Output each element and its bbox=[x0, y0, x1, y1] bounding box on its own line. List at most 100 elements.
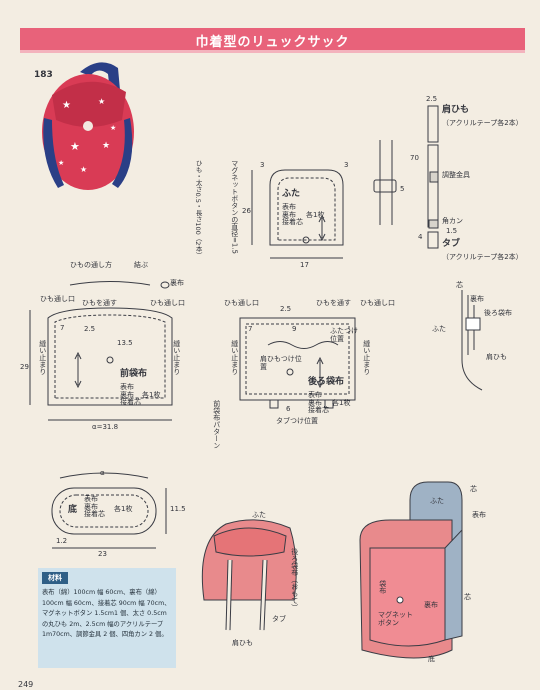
back-sew-stop-left: 縫い止まり bbox=[230, 340, 239, 375]
front-cord-hole-left: ひも通し口 bbox=[40, 295, 75, 303]
back-strap-position: 肩ひもつけ位置 bbox=[260, 355, 302, 371]
front-pattern-note: 前袋布パターン bbox=[212, 400, 221, 449]
bottom-name: 底 bbox=[68, 505, 78, 515]
flap-pattern bbox=[251, 169, 344, 259]
cs-interfacing: 芯 bbox=[456, 281, 463, 289]
tab-name: タブ bbox=[442, 239, 461, 249]
back-dim-9: 9 bbox=[292, 325, 297, 333]
tab-material: （アクリルテープ各2本） bbox=[442, 253, 523, 261]
front-sew-stop-right: 縫い止まり bbox=[172, 340, 181, 375]
assembled-tab: タブ bbox=[272, 615, 286, 623]
front-pocket-count: 各1枚 bbox=[142, 391, 161, 399]
flap-name: ふた bbox=[282, 189, 301, 199]
front-sew-stop-left: 縫い止まり bbox=[38, 340, 47, 375]
magnet-note: マグネットボタンの直径=1.5 bbox=[230, 160, 239, 254]
iv-interfacing-top: 芯 bbox=[470, 485, 477, 493]
iv-flap: ふた bbox=[430, 497, 444, 505]
page-title: 巾着型のリュックサック bbox=[195, 35, 350, 50]
materials-text: 表布（綿）100cm 幅 60cm、裏布（綿）100cm 幅 60cm、接着芯 … bbox=[42, 589, 171, 638]
bottom-dim-width: 23 bbox=[98, 550, 107, 558]
back-tab-position: タブつけ位置 bbox=[276, 417, 318, 425]
strap-square-ring: 角カン bbox=[442, 217, 463, 225]
bottom-alpha: α bbox=[100, 469, 105, 477]
cross-section bbox=[461, 290, 483, 391]
cs-flap: ふた bbox=[432, 325, 446, 333]
front-dim-13-5: 13.5 bbox=[117, 339, 133, 347]
strap-dim-2-5: 2.5 bbox=[426, 95, 438, 103]
strap-name: 肩ひも bbox=[442, 105, 470, 115]
cord-pass-direction: ひもの通し方 bbox=[70, 261, 112, 269]
svg-text:★: ★ bbox=[62, 100, 71, 111]
flap-count: 各1枚 bbox=[306, 211, 325, 219]
cs-strap: 肩ひも bbox=[486, 353, 507, 361]
front-back-side: 裏布 bbox=[170, 279, 184, 287]
front-dim-2-5: 2.5 bbox=[84, 325, 96, 333]
front-dim-width: α=31.8 bbox=[92, 423, 119, 431]
assembled-strap: 肩ひも bbox=[232, 639, 253, 647]
item-number: 183 bbox=[34, 70, 53, 80]
back-cord-through: ひもを通す bbox=[316, 299, 351, 307]
backpack-photo: ★ ★ ★ ★ ★ ★ ★ bbox=[42, 62, 134, 190]
materials-heading: 材料 bbox=[42, 572, 68, 584]
flap-layers: 表布 裏布 接着芯 bbox=[282, 203, 303, 227]
cs-back-fabric: 裏布 bbox=[470, 295, 484, 303]
svg-text:★: ★ bbox=[98, 97, 105, 106]
cord-note: ひも・太さ0.5・長さ100（2本） bbox=[194, 160, 203, 259]
svg-text:★: ★ bbox=[110, 124, 116, 132]
front-pocket-layers: 表布 裏布 接着芯 bbox=[120, 383, 141, 407]
materials-box: 材料 表布（綿）100cm 幅 60cm、裏布（綿）100cm 幅 60cm、接… bbox=[38, 568, 176, 668]
svg-text:★: ★ bbox=[70, 140, 80, 153]
svg-text:★: ★ bbox=[102, 141, 110, 151]
strap-dim-1-5: 1.5 bbox=[446, 227, 458, 235]
back-flap-position: ふたつけ位置 bbox=[330, 327, 358, 343]
strap-material: （アクリルテープ各2本） bbox=[442, 119, 523, 127]
back-pocket-layers: 表布 裏布 接着芯 bbox=[308, 391, 329, 415]
front-dim-height: 29 bbox=[20, 363, 29, 371]
bottom-pattern bbox=[51, 472, 167, 549]
inside-view-illustration bbox=[359, 481, 463, 659]
page-number: 249 bbox=[18, 680, 34, 689]
title-bar: 巾着型のリュックサック bbox=[20, 28, 525, 53]
front-cord-hole-right: ひも通し口 bbox=[150, 299, 185, 307]
knot-label: 結ぶ bbox=[134, 261, 148, 269]
flap-dim-3-right: 3 bbox=[344, 161, 349, 169]
flap-dim-width: 17 bbox=[300, 261, 309, 269]
back-dim-2-5: 2.5 bbox=[280, 305, 292, 313]
strap-dim-4: 4 bbox=[418, 233, 423, 241]
bottom-count: 各1枚 bbox=[114, 505, 133, 513]
strap-adjuster: 調整金具 bbox=[442, 171, 470, 179]
flap-dim-height: 26 bbox=[242, 207, 251, 215]
back-pocket-pattern bbox=[239, 317, 356, 409]
iv-bag: 袋布 bbox=[378, 580, 387, 594]
front-pocket-name: 前袋布 bbox=[120, 369, 148, 379]
back-pocket-name: 後ろ袋布 bbox=[308, 377, 345, 387]
strap-dim-5: 5 bbox=[400, 185, 405, 193]
assembled-illustration bbox=[201, 519, 297, 631]
cs-back-pocket: 後ろ袋布 bbox=[484, 309, 512, 317]
bottom-dim-1-2: 1.2 bbox=[56, 537, 68, 545]
iv-back-fabric: 裏布 bbox=[424, 601, 438, 609]
bottom-dim-height: 11.5 bbox=[170, 505, 186, 513]
back-cord-hole-left: ひも通し口 bbox=[224, 299, 259, 307]
assembled-flap: ふた bbox=[252, 511, 266, 519]
iv-magnet: マグネットボタン bbox=[378, 611, 413, 627]
front-cord-through: ひもを通す bbox=[82, 299, 117, 307]
back-dim-6: 6 bbox=[286, 405, 291, 413]
back-dim-7: 7 bbox=[248, 325, 253, 333]
iv-interfacing-mid: 芯 bbox=[464, 593, 471, 601]
iv-bottom: 底 bbox=[428, 655, 435, 663]
back-sew-stop-right: 縫い止まり bbox=[362, 340, 371, 375]
svg-text:★: ★ bbox=[58, 159, 64, 167]
strap-diagram bbox=[373, 105, 439, 249]
iv-outer: 表布 bbox=[472, 511, 486, 519]
front-pocket-pattern bbox=[29, 281, 173, 421]
back-cord-hole-right: ひも通し口 bbox=[360, 299, 395, 307]
front-dim-7: 7 bbox=[60, 324, 65, 332]
strap-dim-70: 70 bbox=[410, 154, 419, 162]
svg-text:★: ★ bbox=[80, 165, 87, 174]
flap-dim-3-left: 3 bbox=[260, 161, 265, 169]
bottom-layers: 表布 裏布 接着芯 bbox=[84, 495, 105, 519]
back-pocket-count: 各1枚 bbox=[332, 399, 351, 407]
